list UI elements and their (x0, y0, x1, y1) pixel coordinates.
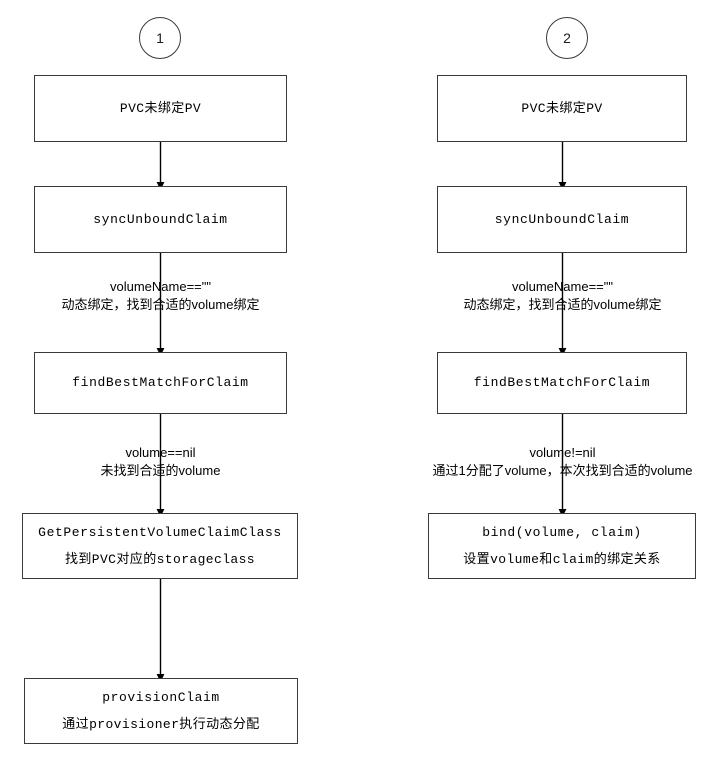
edge-label-c1-1-line2: 动态绑定，找到合适的volume绑定 (61, 296, 260, 312)
edge-label-c2-1-line1: volumeName=="" (512, 279, 613, 294)
edge-label-c2-1-line2: 动态绑定，找到合适的volume绑定 (463, 296, 662, 312)
step-marker-1: 1 (139, 17, 181, 59)
edge-label-c1-2: volume==nil 未找到合适的volume (10, 444, 311, 479)
node-c1-pvc-unbound-label: PVC未绑定PV (119, 100, 202, 116)
node-c2-bind-volume-claim[interactable]: bind(volume, claim) 设置volume和claim的绑定关系 (428, 513, 696, 579)
node-c1-provision-claim-title: provisionClaim (102, 689, 220, 705)
node-c1-pvc-unbound[interactable]: PVC未绑定PV (34, 75, 287, 142)
node-c1-provision-claim[interactable]: provisionClaim 通过provisioner执行动态分配 (24, 678, 298, 744)
edge-label-c1-1: volumeName=="" 动态绑定，找到合适的volume绑定 (10, 278, 311, 313)
node-c1-get-storage-class-desc: 找到PVC对应的storageclass (64, 551, 256, 567)
node-c2-sync-unbound-claim-label: syncUnboundClaim (494, 211, 630, 227)
node-c1-get-storage-class-title: GetPersistentVolumeClaimClass (38, 524, 282, 540)
step-marker-2-label: 2 (563, 30, 571, 46)
edge-label-c2-2-line1: volume!=nil (529, 445, 596, 460)
node-c2-bind-volume-claim-title: bind(volume, claim) (482, 524, 642, 540)
edge-label-c2-2: volume!=nil 通过1分配了volume，本次找到合适的volume (404, 444, 721, 479)
edge-label-c1-2-line1: volume==nil (125, 445, 196, 460)
edge-label-c1-2-line2: 未找到合适的volume (100, 462, 221, 478)
node-c1-sync-unbound-claim[interactable]: syncUnboundClaim (34, 186, 287, 253)
node-c2-find-best-match[interactable]: findBestMatchForClaim (437, 352, 687, 414)
node-c2-find-best-match-label: findBestMatchForClaim (473, 375, 651, 391)
step-marker-2: 2 (546, 17, 588, 59)
node-c2-sync-unbound-claim[interactable]: syncUnboundClaim (437, 186, 687, 253)
node-c2-bind-volume-claim-desc: 设置volume和claim的绑定关系 (463, 551, 661, 567)
edge-label-c2-2-line2: 通过1分配了volume，本次找到合适的volume (432, 462, 693, 478)
node-c2-pvc-unbound[interactable]: PVC未绑定PV (437, 75, 687, 142)
node-c1-find-best-match[interactable]: findBestMatchForClaim (34, 352, 287, 414)
node-c2-pvc-unbound-label: PVC未绑定PV (521, 100, 603, 116)
node-c1-find-best-match-label: findBestMatchForClaim (72, 375, 249, 391)
edge-label-c1-1-line1: volumeName=="" (110, 279, 211, 294)
node-c1-get-storage-class[interactable]: GetPersistentVolumeClaimClass 找到PVC对应的st… (22, 513, 298, 579)
node-c1-provision-claim-desc: 通过provisioner执行动态分配 (62, 716, 260, 732)
node-c1-sync-unbound-claim-label: syncUnboundClaim (93, 211, 228, 227)
step-marker-1-label: 1 (156, 30, 164, 46)
edge-label-c2-1: volumeName=="" 动态绑定，找到合适的volume绑定 (412, 278, 713, 313)
